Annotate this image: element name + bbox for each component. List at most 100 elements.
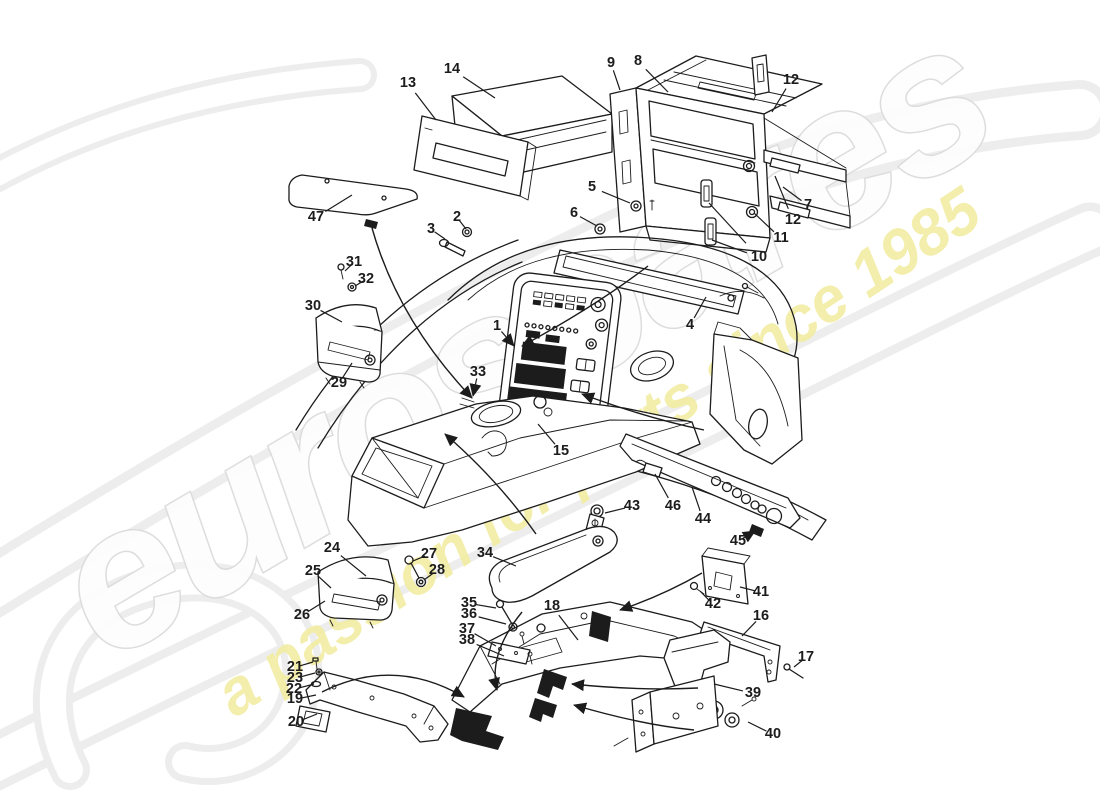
leader-line-1 [500, 331, 515, 347]
callout-32: 32 [358, 271, 374, 287]
leader-line-34 [492, 556, 517, 567]
callout-8: 8 [634, 53, 642, 69]
foam-pads [450, 611, 611, 750]
leader-line-15 [537, 423, 556, 445]
part-4-panel [553, 249, 759, 315]
callout-10: 10 [751, 249, 767, 265]
leader-line-8 [645, 68, 669, 93]
leader-line-20 [301, 713, 318, 721]
leader-line-10 [711, 239, 747, 254]
leader-line-38 [476, 643, 505, 657]
part-45-clip [749, 524, 764, 537]
callout-5: 5 [588, 179, 596, 195]
part-41-bracket [701, 547, 751, 605]
callout-13: 13 [400, 75, 416, 91]
bracket-centre [613, 675, 719, 753]
callout-35: 35 [461, 595, 477, 611]
callout-38: 38 [459, 632, 475, 648]
leader-line-28 [423, 572, 434, 581]
leader-line-18 [558, 614, 579, 641]
leader-line-27 [412, 555, 426, 562]
callout-25: 25 [305, 563, 321, 579]
callout-36: 36 [461, 606, 477, 622]
part-13-faceplate [413, 115, 537, 201]
callout-43: 43 [624, 498, 640, 514]
part-30-ashtray [315, 304, 383, 389]
part-27-bolt [404, 555, 420, 579]
part-15-console [347, 395, 701, 547]
leader-line-36 [478, 616, 507, 625]
callout-15: 15 [553, 443, 569, 459]
leader-line-43 [604, 507, 626, 514]
callout-28: 28 [429, 562, 445, 578]
dashboard-outline [295, 236, 798, 449]
callout-17: 17 [798, 649, 814, 665]
part-21-screw [312, 657, 319, 670]
part-11-nuts [742, 159, 759, 219]
part-12-strap-side [769, 157, 811, 219]
leader-line-29 [341, 362, 353, 379]
leader-line-33 [469, 378, 482, 397]
callout-27: 27 [421, 546, 437, 562]
leader-line-46 [654, 473, 669, 499]
part-8-cage [635, 55, 823, 253]
leader-line-21 [299, 661, 314, 667]
callout-19: 19 [287, 691, 303, 707]
part-28-washer [415, 576, 427, 588]
callout-46: 46 [665, 498, 681, 514]
callout-33: 33 [470, 364, 486, 380]
leader-line-39 [713, 683, 743, 692]
callout-40: 40 [765, 726, 781, 742]
annotation-arrow-1 [521, 265, 649, 347]
leader-line-11 [753, 212, 775, 233]
part-23-washer [315, 668, 323, 676]
callout-21: 21 [287, 659, 303, 675]
callout-23: 23 [287, 670, 303, 686]
leader-line-19 [300, 694, 317, 699]
callout-24: 24 [324, 540, 340, 556]
part-17-screw [783, 663, 804, 679]
callout-45: 45 [730, 533, 746, 549]
line-art [288, 54, 851, 753]
callout-30: 30 [305, 298, 321, 314]
callout-34: 34 [477, 545, 493, 561]
callout-12: 12 [783, 72, 799, 88]
callout-16: 16 [753, 608, 769, 624]
part-32-washer [347, 282, 357, 292]
leader-line-35 [475, 603, 497, 609]
leader-line-3 [434, 231, 446, 240]
leader-line-2 [458, 220, 467, 230]
part-19-strap-bracket [305, 671, 449, 743]
part-31-screw [337, 263, 345, 280]
leader-line-14 [462, 76, 496, 99]
leader-line-40 [747, 721, 767, 732]
callout-41: 41 [753, 584, 769, 600]
callout-14: 14 [444, 61, 460, 77]
callout-31: 31 [346, 254, 362, 270]
callout-3: 3 [427, 221, 435, 237]
annotation-arrow-8 [321, 674, 465, 698]
leader-line-22 [299, 683, 315, 689]
annotation-arrow-7 [573, 702, 695, 731]
leader-line-4 [693, 296, 707, 319]
leader-line-5 [601, 190, 631, 204]
watermark-ribbon-core [0, 64, 371, 186]
callout-39: 39 [745, 685, 761, 701]
part-10-clips [700, 179, 717, 246]
callout-1: 1 [493, 318, 501, 334]
leader-line-17 [793, 659, 804, 668]
leader-line-42 [699, 590, 711, 602]
leader-line-32 [354, 280, 364, 287]
leader-line-30 [320, 309, 343, 323]
leader-line-12 [771, 88, 787, 113]
part-12-strap-top [751, 54, 770, 96]
callout-26: 26 [294, 607, 310, 623]
leader-line-47 [325, 194, 353, 213]
leader-line-31 [344, 264, 353, 272]
callout-9: 9 [607, 55, 615, 71]
footwell-panel [709, 321, 803, 465]
leader-line-12 [774, 175, 789, 210]
part-34-armrest-lid [488, 518, 618, 603]
callout-37: 37 [459, 621, 475, 637]
